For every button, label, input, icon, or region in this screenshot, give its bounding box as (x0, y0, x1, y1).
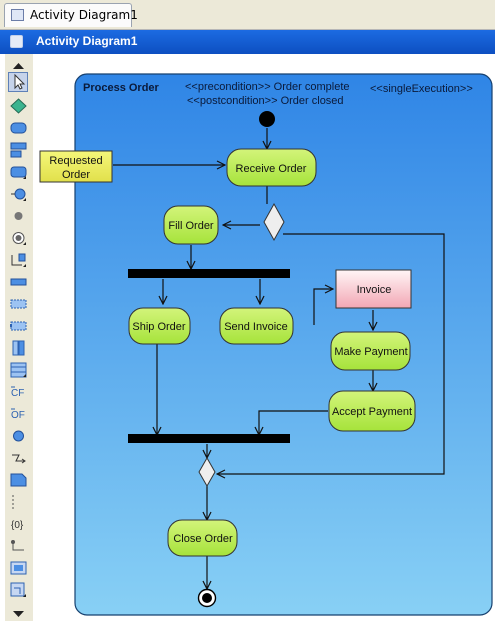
scroll-down-icon[interactable] (10, 605, 27, 621)
postcondition-label: <<postcondition>> Order closed (187, 95, 344, 107)
action-icon[interactable] (10, 120, 27, 136)
selector-icon[interactable] (8, 72, 28, 92)
initial-node-icon[interactable] (10, 208, 27, 224)
diamond-icon[interactable] (10, 98, 27, 114)
join-node[interactable] (128, 434, 290, 443)
document-tab-bar: Activity Diagram1 (0, 0, 495, 30)
fork-node[interactable] (128, 269, 290, 278)
loop-icon[interactable]: OF (10, 406, 27, 422)
dashed-line-icon[interactable] (10, 494, 27, 510)
action-label: Receive Order (236, 163, 307, 175)
execution-mode-label: <<singleExecution>> (370, 83, 473, 95)
activity-diagram: Process Order <<precondition>> Order com… (39, 73, 493, 616)
action-label: Send Invoice (224, 321, 288, 333)
svg-text:{0}: {0} (11, 520, 24, 531)
requested-order-label-line2: Order (62, 169, 90, 181)
decision-icon[interactable] (10, 428, 27, 444)
expansion-region-icon[interactable] (10, 318, 27, 334)
exception-icon[interactable] (10, 450, 27, 466)
diagram-toolbar: CF OF {0} (5, 54, 34, 621)
action-label: Close Order (173, 533, 233, 545)
decision-node-order[interactable] (263, 202, 285, 242)
precondition-label: <<precondition>> Order complete (185, 81, 350, 93)
initial-node[interactable] (259, 111, 275, 127)
requested-order-label-line1: Requested (49, 155, 102, 167)
action-fill-order[interactable] (163, 205, 219, 245)
activity-final-node-core (202, 593, 212, 603)
diagram-canvas[interactable]: Process Order <<precondition>> Order com… (33, 54, 495, 621)
final-node-icon[interactable] (10, 230, 27, 246)
fork-icon[interactable] (10, 274, 27, 290)
constraint-icon[interactable]: {0} (10, 516, 27, 532)
svg-text:CF: CF (11, 388, 24, 399)
action-receive-order[interactable] (226, 148, 317, 187)
action-label: Ship Order (132, 321, 186, 333)
object-flow-icon[interactable] (10, 252, 27, 268)
invoice-object-node[interactable] (335, 269, 412, 309)
activity-icon[interactable] (10, 582, 27, 598)
action-make-payment[interactable] (330, 331, 411, 371)
conditional-icon[interactable]: CF (10, 384, 27, 400)
activity-name: Process Order (83, 82, 160, 94)
action-label: Fill Order (168, 220, 214, 232)
action-close-order[interactable] (167, 519, 238, 557)
control-flow-icon[interactable] (10, 186, 27, 202)
action-send-invoice[interactable] (219, 307, 294, 345)
action-label: Make Payment (334, 346, 407, 358)
diagram-icon (11, 9, 24, 21)
diagram-title: Activity Diagram1 (36, 34, 138, 48)
requested-order-object[interactable] (39, 150, 113, 183)
tab-label: Activity Diagram1 (30, 8, 138, 22)
action-ship-order[interactable] (128, 307, 191, 345)
model-icon[interactable] (10, 560, 27, 576)
merge-node[interactable] (198, 456, 216, 488)
diagram-title-bar: Activity Diagram1 (0, 30, 495, 54)
region-icon[interactable] (10, 296, 27, 312)
control-flows (113, 128, 445, 589)
tab-activity-diagram[interactable]: Activity Diagram1 (4, 3, 138, 27)
diagram-icon (10, 35, 23, 48)
note-icon[interactable] (10, 472, 27, 488)
scroll-up-icon[interactable] (10, 57, 27, 73)
receive-signal-icon[interactable] (10, 164, 27, 180)
swimlane-icon[interactable] (10, 362, 27, 378)
svg-text:OF: OF (11, 410, 25, 421)
send-signal-icon[interactable] (10, 142, 27, 158)
anchor-icon[interactable] (10, 538, 27, 554)
action-label: Accept Payment (332, 406, 412, 418)
invoice-label: Invoice (357, 284, 392, 296)
action-accept-payment[interactable] (328, 390, 416, 432)
partition-icon[interactable] (10, 340, 27, 356)
